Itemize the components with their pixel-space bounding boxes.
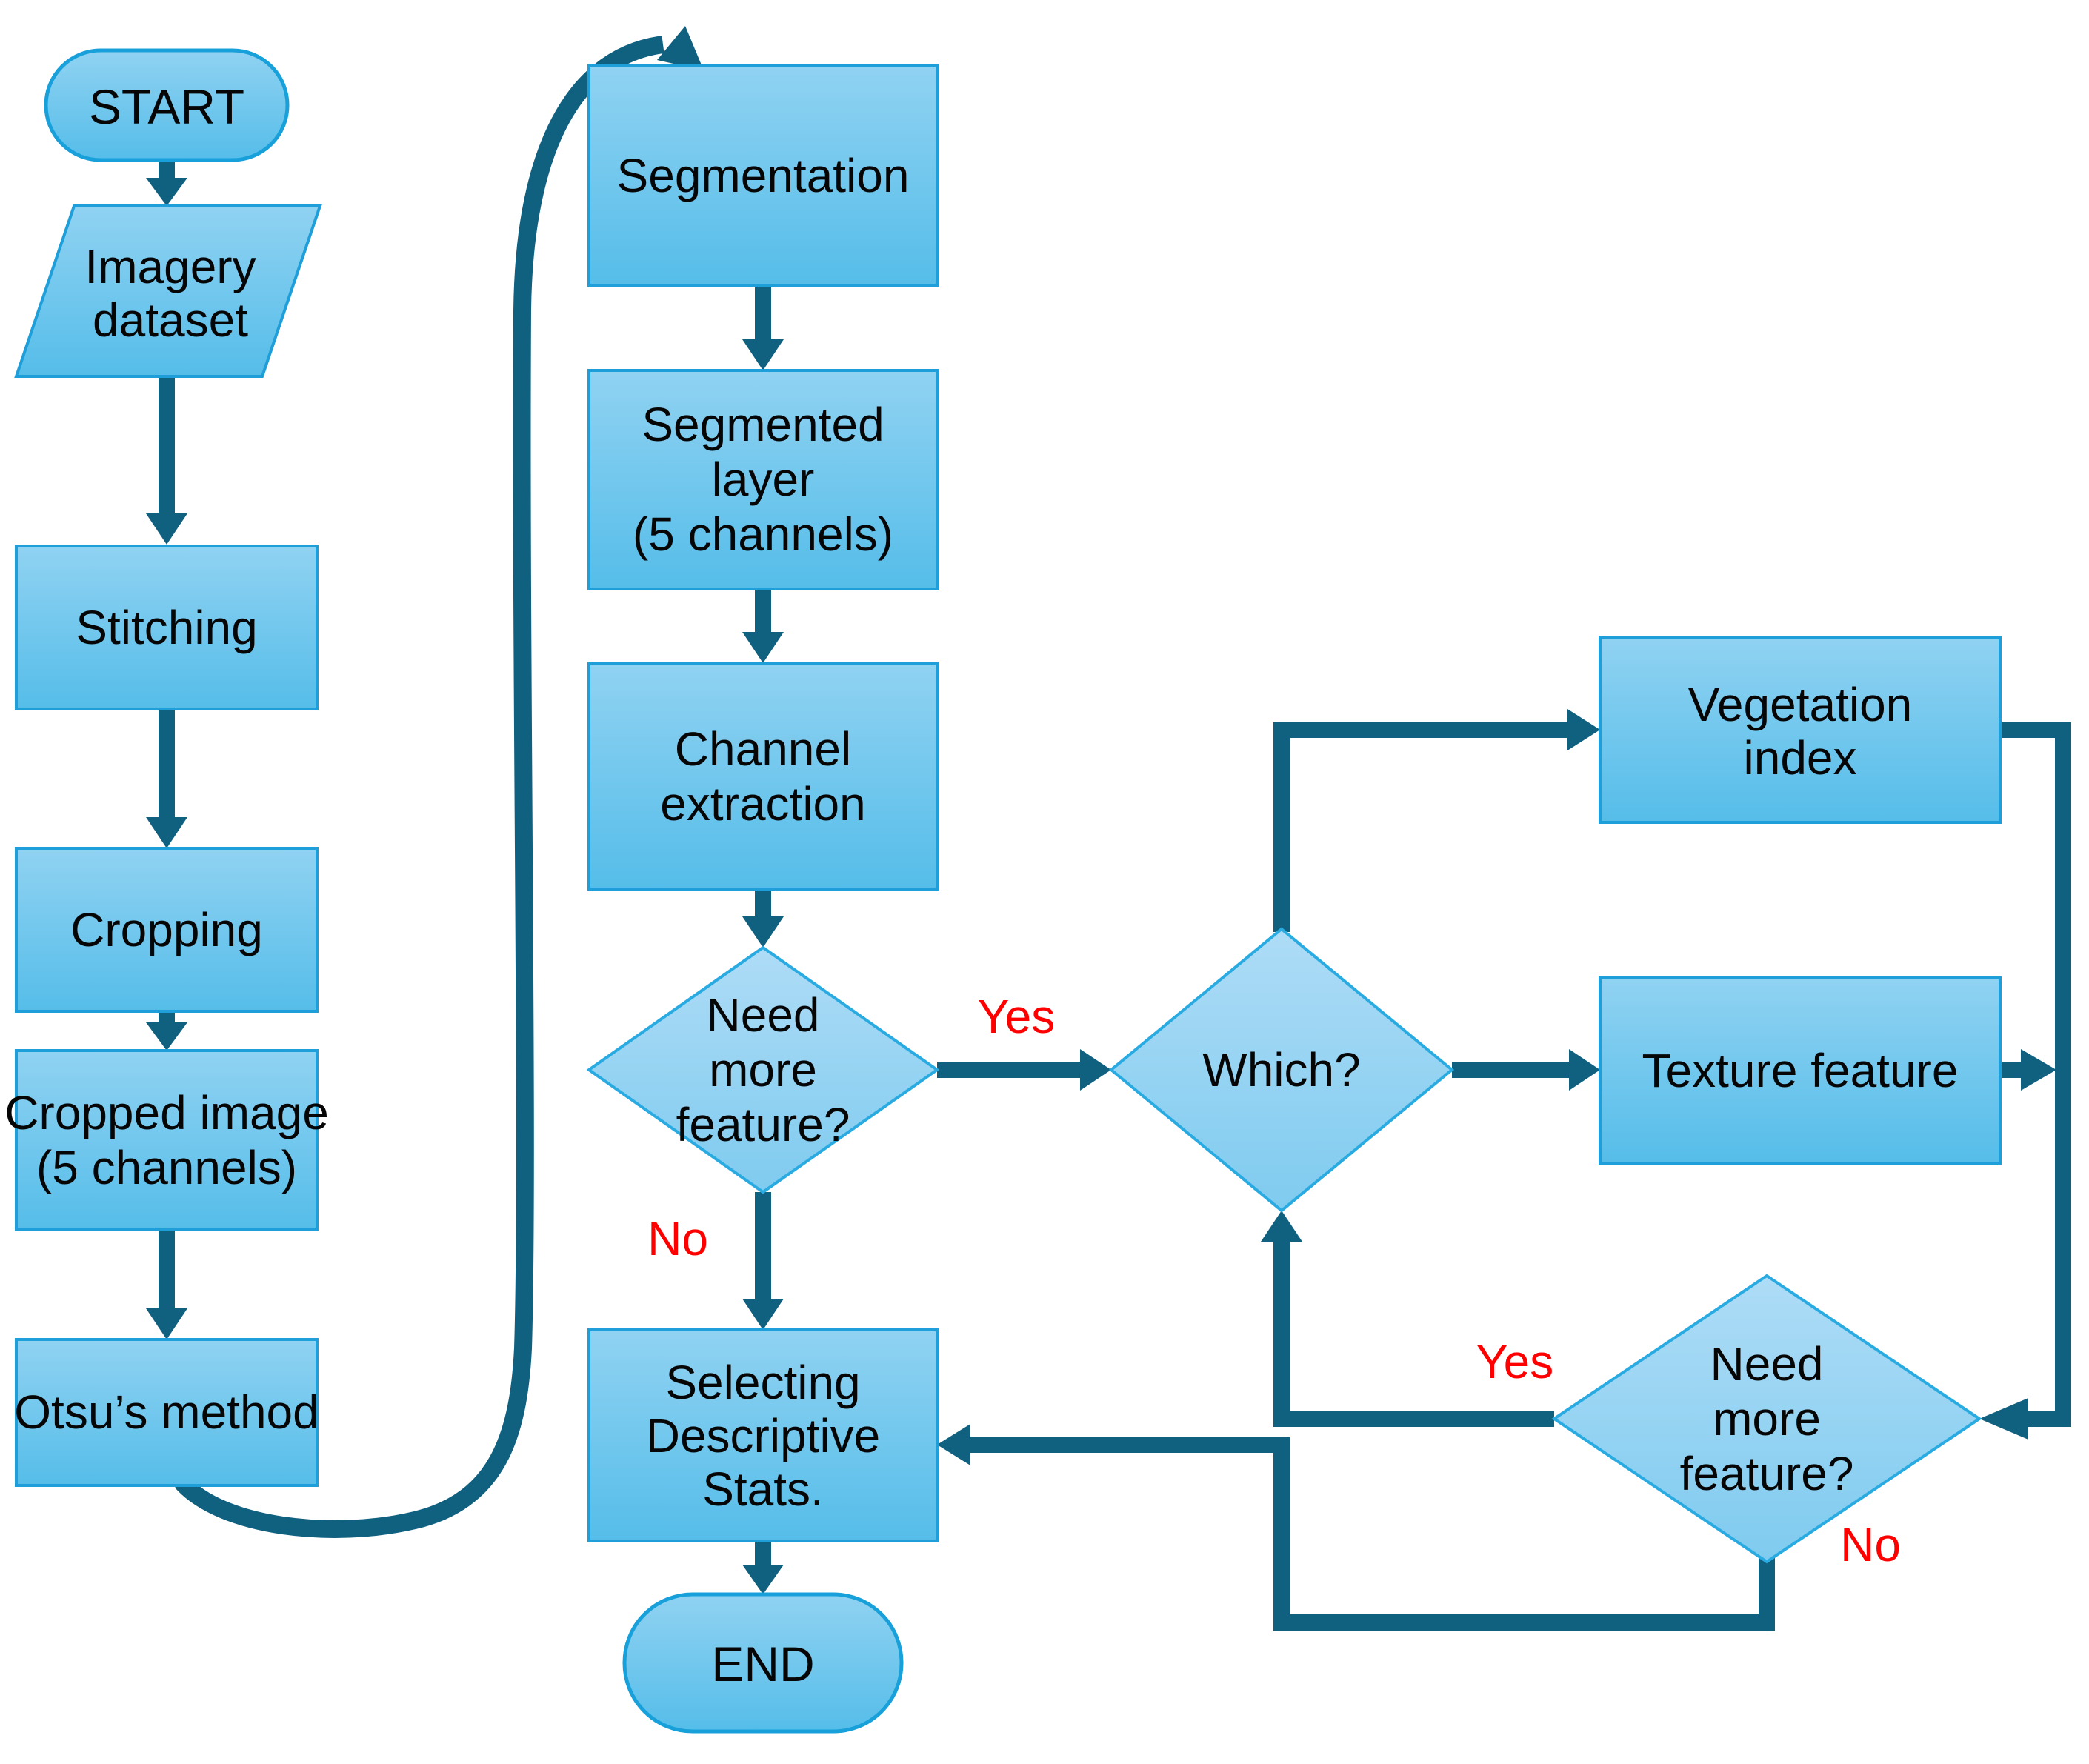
edge-stitching-cropping — [146, 709, 187, 848]
otsu-method-node: Otsu’s method — [14, 1338, 319, 1487]
selecting-stats-label-line3: Stats. — [702, 1462, 824, 1516]
need-more-feature-2-label-line3: feature? — [1680, 1447, 1854, 1500]
edge-cropping-croppedimage — [146, 1011, 187, 1051]
need-more-feature-1-label-line3: feature? — [676, 1098, 850, 1151]
vegetation-index-label-line2: index — [1744, 731, 1857, 785]
edge-vegetationindex-needmore2 — [1979, 722, 2071, 1440]
which-label: Which? — [1202, 1043, 1360, 1096]
selecting-stats-label-line2: Descriptive — [646, 1409, 881, 1462]
segmented-layer-label-line1: Segmented — [642, 398, 884, 451]
edge-which-vegetationindex — [1273, 709, 1600, 932]
loop-otsu-segmentation — [175, 26, 704, 1538]
edge-needmore2-which — [1261, 1211, 1554, 1427]
segmented-layer-label-line2: layer — [712, 453, 815, 506]
start-label: START — [89, 79, 244, 134]
stitching-label: Stitching — [76, 601, 257, 654]
selecting-stats-node: Selecting Descriptive Stats. — [587, 1328, 939, 1542]
need-more-feature-2-node: Need more feature? — [1551, 1274, 1982, 1564]
channel-extraction-label-line1: Channel — [675, 722, 851, 776]
end-node: END — [622, 1592, 904, 1734]
cropped-image-label-line2: (5 channels) — [36, 1141, 297, 1194]
selecting-stats-label-line1: Selecting — [665, 1356, 860, 1409]
channel-extraction-label-line2: extraction — [660, 777, 865, 831]
imagery-dataset-node: Imagery dataset — [14, 204, 322, 378]
imagery-dataset-label-line1: Imagery — [84, 240, 256, 293]
edge-which-texturefeature — [1452, 1049, 1600, 1091]
cropped-image-node: Cropped image (5 channels) — [4, 1049, 329, 1231]
cropping-label: Cropping — [70, 903, 263, 956]
vegetation-index-node: Vegetation index — [1599, 636, 2002, 824]
label-yes-1: Yes — [978, 990, 1055, 1043]
cropped-image-label-line1: Cropped image — [4, 1086, 329, 1139]
need-more-feature-1-label-line2: more — [709, 1043, 817, 1096]
label-yes-2: Yes — [1476, 1335, 1553, 1388]
label-no-1: No — [647, 1212, 708, 1265]
edge-imagery-stitching — [146, 376, 187, 545]
imagery-dataset-label-line2: dataset — [93, 293, 248, 347]
edge-texturefeature-needmore2 — [2000, 1049, 2056, 1091]
edge-needmore1-selectingstats — [742, 1192, 784, 1330]
edge-segmentation-segmentedlayer — [742, 285, 784, 370]
start-node: START — [44, 48, 290, 162]
texture-feature-label: Texture feature — [1642, 1044, 1959, 1097]
edge-croppedimage-otsu — [146, 1230, 187, 1339]
edge-segmentedlayer-channelextraction — [742, 589, 784, 663]
edge-start-imagery — [146, 160, 187, 206]
texture-feature-node: Texture feature — [1599, 976, 2002, 1165]
edge-needmore1-which — [937, 1049, 1111, 1091]
which-node: Which? — [1108, 927, 1455, 1213]
need-more-feature-1-node: Need more feature? — [586, 945, 940, 1194]
end-label: END — [711, 1637, 814, 1691]
cropping-node: Cropping — [15, 847, 319, 1013]
segmentation-node: Segmentation — [587, 64, 939, 287]
vegetation-index-label-line1: Vegetation — [1688, 678, 1913, 731]
segmented-layer-label-line3: (5 channels) — [633, 507, 893, 561]
need-more-feature-2-label-line2: more — [1713, 1392, 1821, 1445]
otsu-method-label: Otsu’s method — [14, 1385, 319, 1439]
channel-extraction-node: Channel extraction — [587, 662, 939, 891]
edge-channelextraction-needmore1 — [742, 889, 784, 948]
need-more-feature-2-label-line1: Need — [1710, 1337, 1824, 1391]
stitching-node: Stitching — [15, 545, 319, 710]
segmented-layer-node: Segmented layer (5 channels) — [587, 369, 939, 590]
segmentation-label: Segmentation — [617, 149, 910, 202]
edge-selectingstats-end — [742, 1541, 784, 1594]
need-more-feature-1-label-line1: Need — [707, 988, 820, 1042]
edge-needmore2-selectingstats — [937, 1424, 1775, 1631]
label-no-2: No — [1840, 1518, 1901, 1571]
